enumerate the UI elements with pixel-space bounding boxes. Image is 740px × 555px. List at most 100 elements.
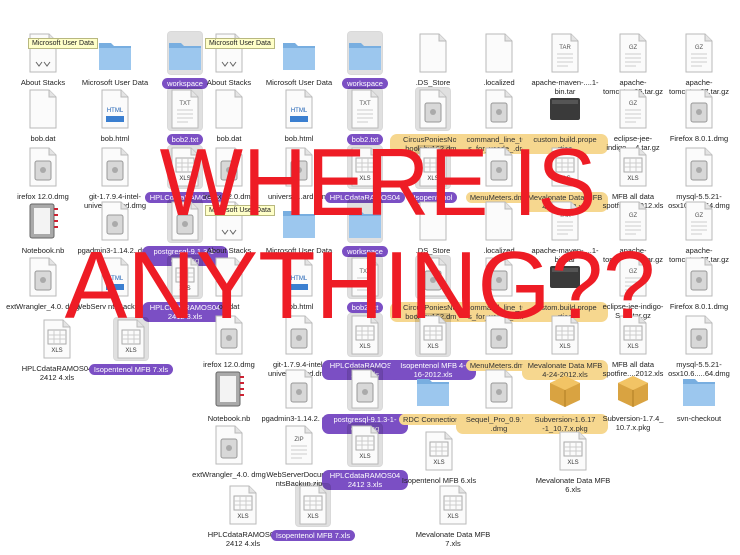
- xls-icon: XLS: [113, 317, 149, 361]
- desktop-item[interactable]: custom.build.prope rties: [522, 256, 608, 322]
- item-label: Notebook.nb: [207, 414, 251, 423]
- svg-text:XLS: XLS: [237, 514, 248, 520]
- xls-icon: XLS: [616, 146, 650, 188]
- html-icon: HTML: [98, 256, 132, 298]
- desktop-item[interactable]: pgadmin3-1.14.2. dmg: [72, 200, 158, 255]
- desktop-item[interactable]: workspace: [322, 199, 408, 257]
- blank-doc-icon: [482, 32, 516, 74]
- svg-text:HTML: HTML: [107, 276, 124, 282]
- desktop-item[interactable]: .DS_Store: [390, 200, 476, 255]
- item-label: HPLCdataRAMOS04 2412 3.xls: [142, 302, 228, 322]
- desktop-item[interactable]: HTML WebServ ntsBackup.zip: [72, 256, 158, 311]
- desktop-item[interactable]: MenuMeters.dmg: [456, 146, 542, 203]
- desktop-item[interactable]: irefox 12.0.dmg: [186, 314, 272, 369]
- desktop-item[interactable]: bob.dat: [0, 88, 86, 143]
- item-label: workspace: [342, 78, 388, 89]
- desktop-item[interactable]: irefox 12.0.dmg: [186, 146, 272, 201]
- desktop-item[interactable]: bob.dat: [186, 88, 272, 143]
- desktop-item[interactable]: Microsoft User Data: [256, 200, 342, 255]
- item-label: pgadmin3-1.14.2. dmg: [77, 246, 153, 255]
- blank-doc-icon: [482, 200, 516, 242]
- xls-icon: XLS: [422, 430, 456, 472]
- folder-icon: [167, 31, 203, 75]
- blank-doc-icon: [212, 88, 246, 130]
- item-label: WebServ ntsBackup.zip: [75, 302, 155, 311]
- desktop-item[interactable]: extWrangler_4.0. dmg: [0, 256, 86, 311]
- desktop-item[interactable]: universa...ard.dmg: [256, 146, 342, 201]
- desktop-item[interactable]: Firefox 8.0.1.dmg: [656, 88, 740, 143]
- desktop-item[interactable]: MenuMeters.dmg: [456, 314, 542, 371]
- desktop-item[interactable]: Microsoft User Data: [72, 32, 158, 87]
- desktop-item[interactable]: ob.dat: [186, 256, 272, 311]
- item-label: mysql-5.5.21-osx10.6.....64.dmg: [668, 360, 730, 378]
- desktop-item[interactable]: .localized: [456, 200, 542, 255]
- svg-text:XLS: XLS: [179, 286, 190, 292]
- item-label: bob.dat: [30, 134, 56, 143]
- disk-image-icon: [482, 88, 516, 130]
- desktop-item[interactable]: Firefox 8.0.1.dmg: [656, 256, 740, 311]
- txt-icon: TXT: [347, 255, 383, 299]
- xls-icon: XLS: [616, 314, 650, 356]
- disk-image-icon: [482, 256, 516, 298]
- desktop-item[interactable]: XLS HPLCdataRAMOS04 2412 3.xls: [142, 255, 228, 322]
- desktop-item[interactable]: Notebook.nb: [0, 200, 86, 255]
- item-label: bob.html: [100, 134, 130, 143]
- desktop-item[interactable]: irefox 12.0.dmg: [0, 146, 86, 201]
- desktop-item[interactable]: Subversion-1.6.17 -1_10.7.x.pkg: [522, 368, 608, 434]
- desktop-item[interactable]: RDC Connections: [390, 368, 476, 425]
- folder-icon: [347, 199, 383, 243]
- desktop-item[interactable]: Sequel_Pro_0.9.9.1 .dmg: [456, 368, 542, 434]
- desktop-item[interactable]: postgresql-9.1.3-1-osx.dmg: [322, 367, 408, 434]
- desktop-item[interactable]: .localized: [456, 32, 542, 87]
- item-label: bob.html: [284, 134, 314, 143]
- disk-image-icon: [682, 256, 716, 298]
- desktop-item[interactable]: mysql-5.5.21-osx10.6.....64.dmg: [656, 314, 740, 378]
- desktop-item[interactable]: CircusPoniesNote book.by162.dmg: [390, 255, 476, 322]
- desktop-item[interactable]: workspace: [322, 31, 408, 89]
- disk-image-icon: [212, 314, 246, 356]
- desktop-item[interactable]: Subversion-1.7.4_ 10.7.x.pkg: [590, 368, 676, 432]
- svg-text:GZ: GZ: [629, 101, 638, 107]
- desktop-item[interactable]: workspace: [142, 31, 228, 89]
- desktop-item[interactable]: Microsoft User Data: [256, 32, 342, 87]
- desktop-item[interactable]: pgadmin3-1.14.2. dmg: [256, 368, 342, 423]
- item-label: Isopentenol MFB 7.xls: [270, 530, 356, 541]
- disk-image-icon: [482, 314, 516, 356]
- desktop-item[interactable]: svn-checkout: [656, 368, 740, 423]
- desktop-item[interactable]: .DS_Store: [390, 32, 476, 87]
- item-label: Microsoft User Data: [81, 78, 149, 87]
- item-label: .localized: [483, 78, 515, 87]
- item-label: WebServerDocume ntsBackup.zip: [266, 470, 332, 488]
- xls-icon: XLS: [226, 484, 260, 526]
- desktop-item[interactable]: extWrangler_4.0. dmg: [186, 424, 272, 479]
- item-label: HPLCdataRAMOS04 2412 4.xls: [21, 364, 93, 382]
- desktop-item[interactable]: Notebook.nb: [186, 368, 272, 423]
